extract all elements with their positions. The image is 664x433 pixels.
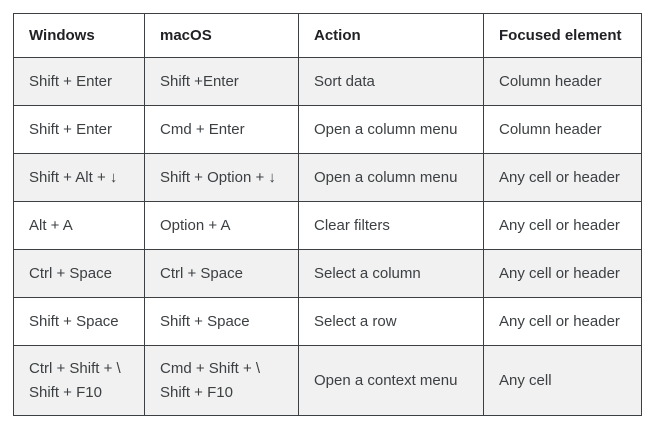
cell-windows: Shift + Alt + ↓ — [13, 153, 145, 202]
column-header-windows: Windows — [13, 13, 145, 58]
shortcut-line: Shift + F10 — [160, 383, 233, 401]
cell-focused: Column header — [483, 105, 642, 154]
table-row: Ctrl + Space Ctrl + Space Select a colum… — [13, 249, 642, 298]
cell-action: Select a row — [298, 297, 484, 346]
cell-windows: Alt + A — [13, 201, 145, 250]
cell-windows: Ctrl + Space — [13, 249, 145, 298]
table-row: Shift + Space Shift + Space Select a row… — [13, 297, 642, 346]
shortcut-line: Shift + F10 — [29, 383, 102, 401]
cell-macos: Option + A — [144, 201, 299, 250]
shortcut-line: Ctrl + Shift + \ — [29, 359, 121, 377]
keyboard-shortcuts-table: Windows macOS Action Focused element Shi… — [13, 13, 642, 416]
cell-windows: Shift + Enter — [13, 57, 145, 106]
table-row: Shift + Enter Shift +Enter Sort data Col… — [13, 57, 642, 106]
table-header: Windows macOS Action Focused element — [13, 13, 642, 58]
cell-focused: Any cell or header — [483, 249, 642, 298]
cell-windows: Shift + Space — [13, 297, 145, 346]
cell-focused: Any cell or header — [483, 297, 642, 346]
cell-windows: Ctrl + Shift + \ Shift + F10 — [13, 345, 145, 416]
header-row: Windows macOS Action Focused element — [13, 13, 642, 58]
cell-action: Sort data — [298, 57, 484, 106]
cell-action: Select a column — [298, 249, 484, 298]
cell-focused: Column header — [483, 57, 642, 106]
table-row: Ctrl + Shift + \ Shift + F10 Cmd + Shift… — [13, 345, 642, 416]
cell-macos: Ctrl + Space — [144, 249, 299, 298]
cell-action: Open a column menu — [298, 105, 484, 154]
table-row: Shift + Enter Cmd + Enter Open a column … — [13, 105, 642, 154]
cell-macos: Shift + Option + ↓ — [144, 153, 299, 202]
cell-windows: Shift + Enter — [13, 105, 145, 154]
cell-action: Open a context menu — [298, 345, 484, 416]
cell-focused: Any cell or header — [483, 153, 642, 202]
table-row: Shift + Alt + ↓ Shift + Option + ↓ Open … — [13, 153, 642, 202]
table-row: Alt + A Option + A Clear filters Any cel… — [13, 201, 642, 250]
cell-action: Open a column menu — [298, 153, 484, 202]
cell-macos: Shift +Enter — [144, 57, 299, 106]
cell-action: Clear filters — [298, 201, 484, 250]
column-header-focused-element: Focused element — [483, 13, 642, 58]
cell-macos: Cmd + Enter — [144, 105, 299, 154]
table-body: Shift + Enter Shift +Enter Sort data Col… — [13, 57, 642, 416]
cell-focused: Any cell or header — [483, 201, 642, 250]
cell-macos: Cmd + Shift + \ Shift + F10 — [144, 345, 299, 416]
column-header-macos: macOS — [144, 13, 299, 58]
cell-macos: Shift + Space — [144, 297, 299, 346]
shortcut-line: Cmd + Shift + \ — [160, 359, 261, 377]
column-header-action: Action — [298, 13, 484, 58]
cell-focused: Any cell — [483, 345, 642, 416]
